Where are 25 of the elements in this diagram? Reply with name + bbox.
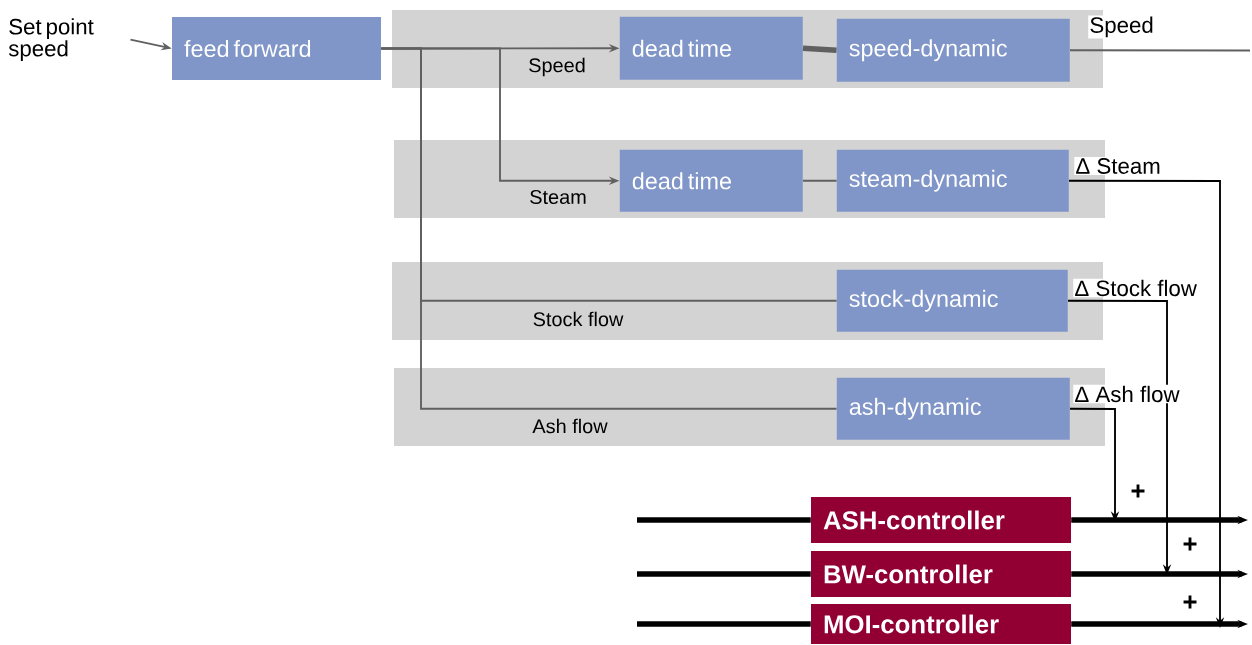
plus-sign: +	[1183, 595, 1197, 609]
text-label: Set point speed	[8, 18, 94, 61]
process-block: speed-dynamic	[836, 18, 1070, 82]
edge-label: Speed	[1088, 15, 1155, 39]
plus-sign: +	[1183, 537, 1197, 551]
connector	[380, 47, 838, 410]
connector	[637, 517, 811, 523]
connector	[637, 571, 811, 577]
connector	[637, 621, 811, 627]
process-block: dead time	[619, 149, 803, 212]
process-block: feed forward	[172, 17, 381, 80]
edge-label: Δ Steam	[1074, 156, 1162, 176]
process-block: steam-dynamic	[836, 149, 1069, 212]
controller-block: ASH-controller	[811, 497, 1071, 543]
process-block: ash-dynamic	[836, 377, 1070, 440]
edge-label: Δ Ash flow	[1073, 384, 1181, 404]
process-block: dead time	[619, 16, 803, 80]
controller-block: MOI-controller	[811, 604, 1071, 644]
plus-sign: +	[1131, 484, 1145, 498]
connector	[1069, 49, 1251, 52]
connector	[802, 45, 837, 54]
controller-block: BW-controller	[811, 551, 1071, 597]
connector	[802, 179, 838, 182]
edge-label: Δ Stock flow	[1073, 278, 1199, 298]
process-block: stock-dynamic	[836, 269, 1068, 332]
